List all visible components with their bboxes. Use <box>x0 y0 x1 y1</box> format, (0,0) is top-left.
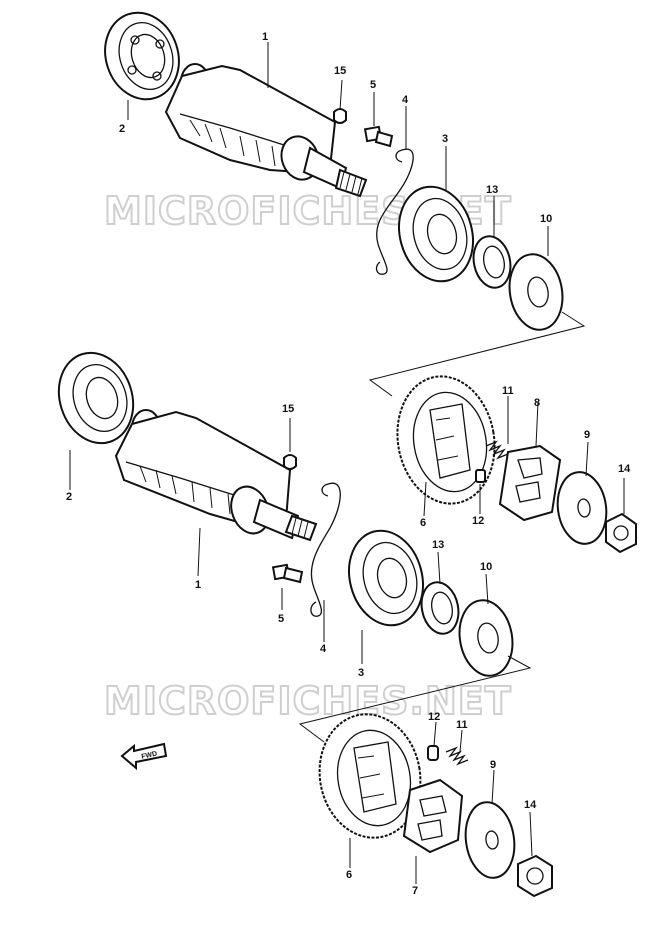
middle-washer-9 <box>556 471 608 545</box>
callout-middle-9: 9 <box>584 429 590 441</box>
callout-upper-3: 3 <box>442 133 448 145</box>
lower-gear-6 <box>318 713 422 839</box>
callout-middle-2: 2 <box>66 491 72 503</box>
callout-upper-15: 15 <box>334 65 346 77</box>
upper-assembly: 1 2 15 5 4 3 13 10 <box>104 11 564 331</box>
callout-middle-10: 10 <box>480 561 492 573</box>
callout-middle-1: 1 <box>195 579 201 591</box>
callout-middle-8: 8 <box>534 397 540 409</box>
lower-damper-7 <box>402 778 464 854</box>
callout-middle-15: 15 <box>282 403 294 415</box>
callout-lower-12: 12 <box>428 711 440 723</box>
middle-bearing-2 <box>57 351 135 445</box>
connector-upper-middle <box>368 311 586 397</box>
callout-middle-5: 5 <box>278 613 284 625</box>
watermark-lower: MICROFICHES.NET <box>104 679 512 723</box>
middle-bearing-3 <box>348 529 424 627</box>
callout-middle-13: 13 <box>432 539 444 551</box>
lower-plunger-12 <box>427 745 439 761</box>
middle-gear-6 <box>396 375 496 505</box>
fwd-arrow-icon: FWD <box>120 742 168 771</box>
upper-bolt-5 <box>363 125 394 148</box>
callout-upper-5: 5 <box>370 79 376 91</box>
middle-spring-11 <box>485 440 509 460</box>
callout-middle-3: 3 <box>358 667 364 679</box>
upper-balancer-shaft-1 <box>164 63 368 198</box>
lower-nut-14 <box>517 854 553 898</box>
callout-upper-10: 10 <box>540 213 552 225</box>
upper-washer-10 <box>508 253 564 331</box>
callout-upper-4: 4 <box>402 94 409 106</box>
callout-middle-12: 12 <box>472 515 484 527</box>
middle-key-15 <box>283 454 297 470</box>
middle-nut-14 <box>605 512 637 554</box>
callout-middle-14: 14 <box>618 463 631 475</box>
callout-upper-1: 1 <box>262 31 268 43</box>
middle-retainer-4 <box>310 482 341 617</box>
lower-assembly: 12 11 9 14 6 7 <box>318 711 553 898</box>
upper-spacer-13 <box>472 235 512 289</box>
lower-washer-9 <box>464 801 516 879</box>
callout-lower-14: 14 <box>524 799 537 811</box>
lower-spring-11 <box>445 746 469 766</box>
middle-balancer-shaft-1 <box>114 409 318 542</box>
callout-lower-7: 7 <box>412 885 418 897</box>
upper-bearing-2 <box>104 11 180 101</box>
middle-damper-8 <box>498 444 562 522</box>
callout-middle-4: 4 <box>320 643 327 655</box>
upper-key-15 <box>333 108 347 124</box>
callout-upper-2: 2 <box>119 123 125 135</box>
callout-lower-6: 6 <box>346 869 352 881</box>
callout-lower-9: 9 <box>490 759 496 771</box>
fwd-label: FWD <box>141 751 158 761</box>
callout-upper-13: 13 <box>486 184 498 196</box>
middle-washer-10 <box>458 599 514 677</box>
middle-plunger-12 <box>475 469 486 483</box>
middle-bolt-5 <box>271 563 304 584</box>
callout-lower-11: 11 <box>456 719 468 731</box>
middle-assembly: 1 2 15 5 4 3 13 10 11 8 9 14 12 6 <box>57 351 637 679</box>
callout-middle-11: 11 <box>502 385 514 397</box>
middle-spacer-13 <box>420 581 460 635</box>
callout-middle-6: 6 <box>420 517 426 529</box>
upper-bearing-3 <box>398 185 474 283</box>
upper-retainer-4 <box>375 148 414 275</box>
connector-middle-lower <box>298 655 532 743</box>
